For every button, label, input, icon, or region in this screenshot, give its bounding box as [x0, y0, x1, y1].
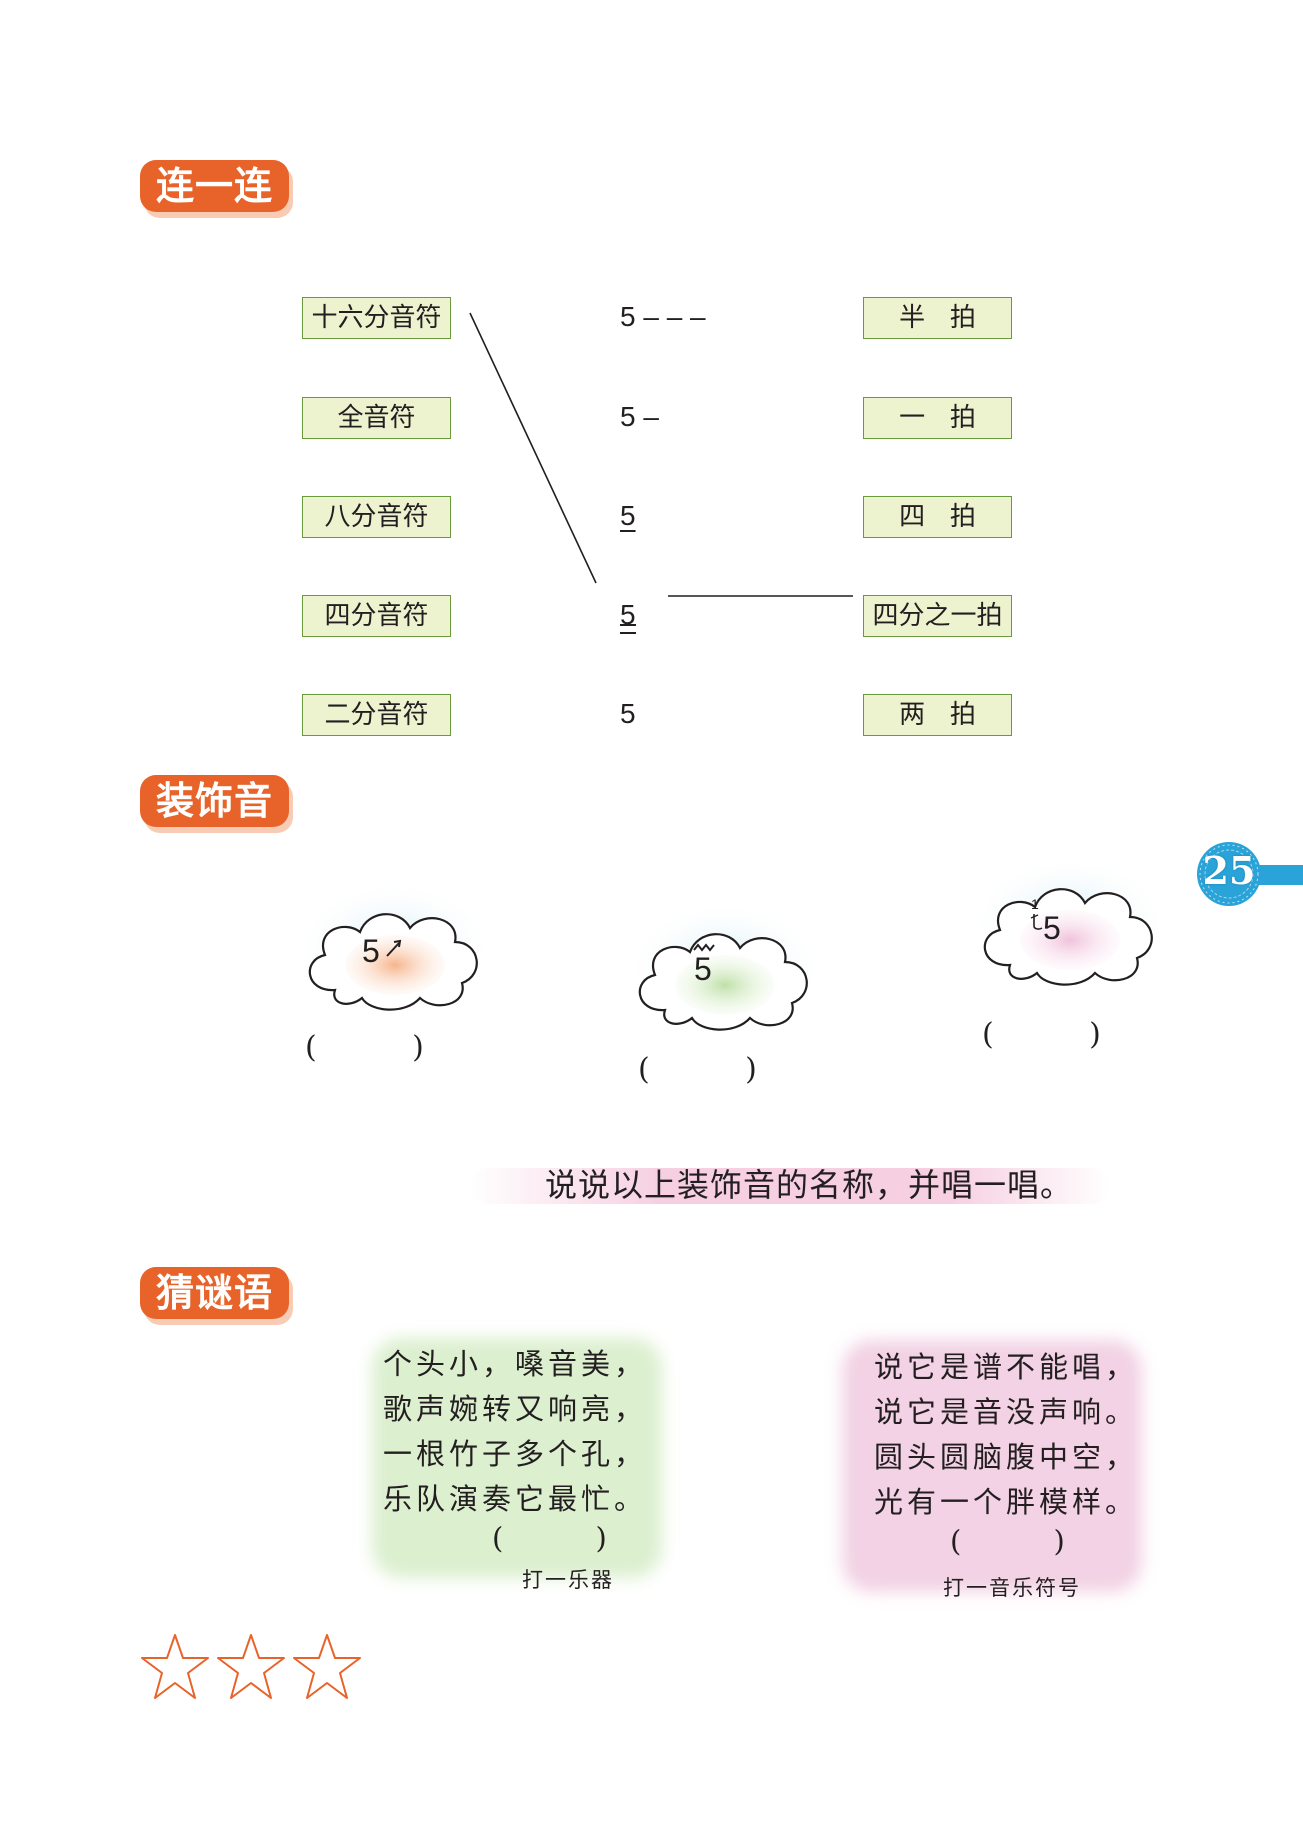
- section-title-match: 连一连: [140, 160, 290, 212]
- cloud-1: [295, 880, 495, 1020]
- note-eighth[interactable]: 5: [620, 496, 636, 536]
- mordent-icon: [693, 943, 715, 952]
- riddle-1-line-4: 乐队演奏它最忙。: [383, 1482, 648, 1516]
- cloud-3-note: 5: [1043, 910, 1061, 946]
- note-half[interactable]: 5 –: [620, 401, 659, 432]
- left-box-1[interactable]: 十六分音符: [302, 297, 451, 339]
- riddle-2-answer[interactable]: ( ): [950, 1524, 1065, 1558]
- riddle-2-line-1: 说它是谱不能唱，: [874, 1350, 1139, 1384]
- section-title-riddle: 猜谜语: [140, 1267, 290, 1319]
- note-quarter[interactable]: 5: [620, 698, 636, 729]
- answer-paren-1[interactable]: ( ): [305, 1030, 424, 1065]
- right-box-4[interactable]: 四分之一拍: [863, 595, 1012, 637]
- slide-up-icon: [386, 939, 402, 957]
- instruction-text: 说说以上装饰音的名称，并唱一唱。: [545, 1166, 1074, 1204]
- page-number: 25: [1202, 848, 1256, 893]
- cloud-1-note: 5: [362, 933, 380, 969]
- instruction-highlight: [470, 1168, 1110, 1204]
- grace-note-superscript: 1: [1031, 896, 1039, 912]
- riddle-1-hint: 打一乐器: [522, 1568, 614, 1592]
- riddle-1-line-3: 一根竹子多个孔，: [383, 1437, 648, 1471]
- note-whole[interactable]: 5 – – –: [620, 301, 706, 332]
- note-sixteenth-digit: 5: [620, 595, 636, 635]
- right-box-3[interactable]: 四 拍: [863, 496, 1012, 538]
- match-lines: [469, 312, 853, 597]
- cloud-2: [625, 900, 825, 1040]
- match-line-sixteenth: [469, 312, 597, 584]
- answer-paren-3[interactable]: ( ): [982, 1017, 1101, 1052]
- star-icon-3: [293, 1634, 361, 1699]
- right-box-5[interactable]: 两 拍: [863, 694, 1012, 736]
- answer-paren-2[interactable]: ( ): [638, 1052, 757, 1087]
- left-box-5[interactable]: 二分音符: [302, 694, 451, 736]
- note-sixteenth[interactable]: 5: [620, 595, 636, 635]
- left-box-4[interactable]: 四分音符: [302, 595, 451, 637]
- star-icon-2: [217, 1634, 285, 1699]
- rating-stars[interactable]: [140, 1632, 370, 1704]
- riddle-2-line-3: 圆头圆脑腹中空，: [874, 1440, 1139, 1474]
- grace-note-icon: [1030, 914, 1043, 930]
- riddle-1-answer[interactable]: ( ): [492, 1521, 607, 1555]
- cloud-3: [970, 865, 1170, 995]
- riddle-2-background: [842, 1340, 1142, 1592]
- left-box-3[interactable]: 八分音符: [302, 496, 451, 538]
- riddle-1-background: [372, 1338, 662, 1578]
- riddle-1-line-2: 歌声婉转又响亮，: [383, 1392, 648, 1426]
- right-box-1[interactable]: 半 拍: [863, 297, 1012, 339]
- page-number-seal-icon: [1197, 842, 1261, 906]
- right-box-2[interactable]: 一 拍: [863, 397, 1012, 439]
- section-title-grace: 装饰音: [140, 775, 290, 827]
- cloud-2-note: 5: [694, 951, 712, 987]
- star-icon-1: [141, 1634, 209, 1699]
- riddle-1-line-1: 个头小，嗓音美，: [383, 1347, 648, 1381]
- note-eighth-digit: 5: [620, 500, 636, 531]
- riddle-2-line-2: 说它是音没声响。: [874, 1395, 1139, 1429]
- riddle-2-hint: 打一音乐符号: [943, 1576, 1081, 1600]
- left-box-2[interactable]: 全音符: [302, 397, 451, 439]
- riddle-2-line-4: 光有一个胖模样。: [874, 1485, 1139, 1519]
